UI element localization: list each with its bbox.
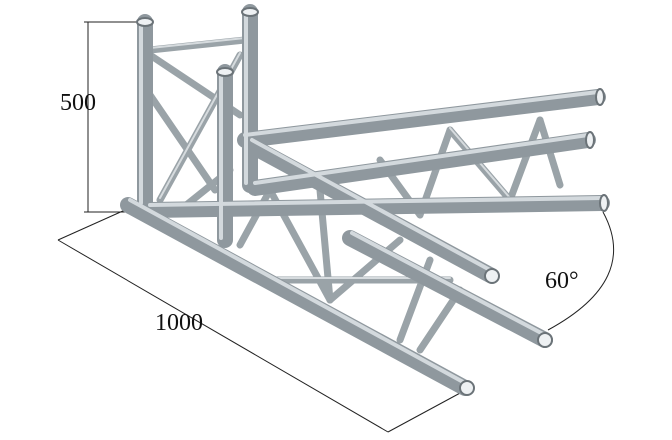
diagonal-upper-chord: [242, 137, 498, 283]
angle-dimension-label: 60°: [545, 268, 579, 294]
length-extension-right: [387, 391, 463, 433]
length-dimension-label: 1000: [155, 310, 203, 336]
front-chord: [120, 197, 473, 396]
diagonal-lower-chord: [342, 230, 553, 348]
dimension-lines: [57, 21, 615, 433]
tubes: [120, 4, 610, 396]
right-top-chord: [237, 89, 606, 148]
length-dimension-line: [57, 239, 389, 433]
angle-arc: [547, 211, 615, 331]
tube-ends: [136, 7, 609, 396]
length-extension-left: [57, 209, 126, 241]
height-dimension-label: 500: [60, 90, 96, 116]
